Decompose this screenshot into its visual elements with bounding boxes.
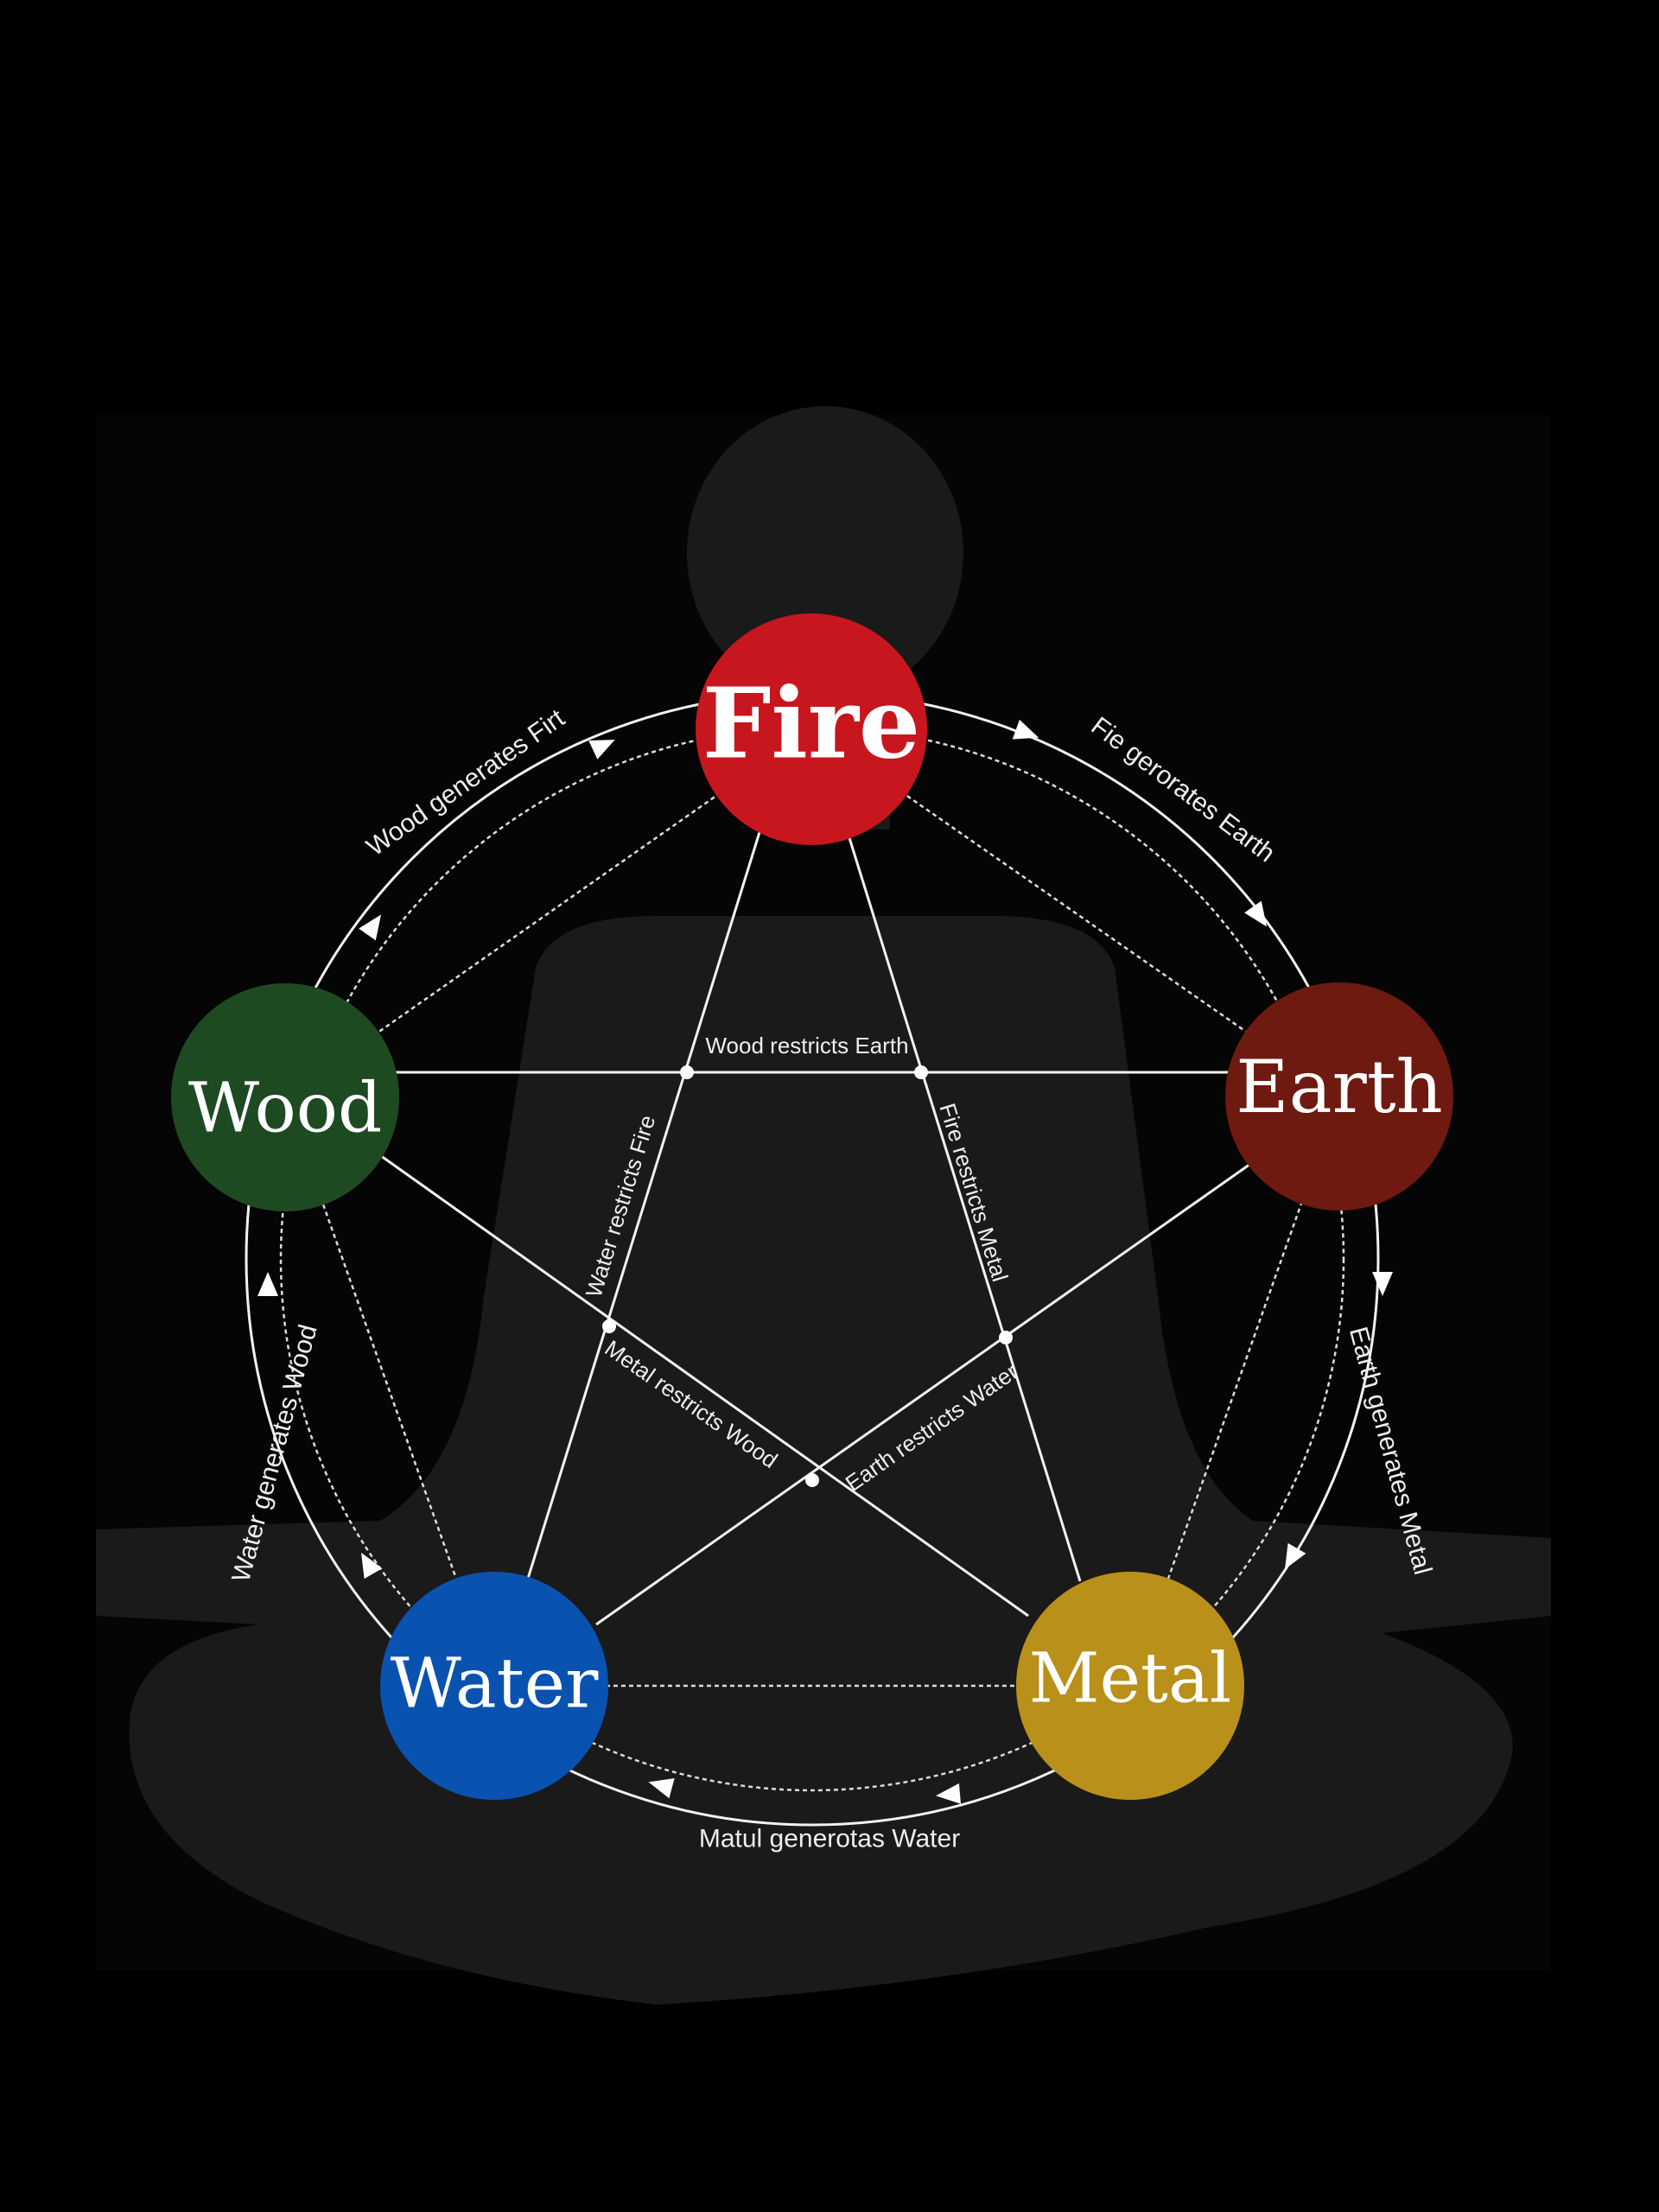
intersection-points bbox=[602, 1065, 1013, 1487]
element-metal-label: Metal bbox=[1029, 1638, 1232, 1719]
element-metal: Metal bbox=[1016, 1572, 1244, 1800]
element-fire-label: Fire bbox=[702, 668, 920, 781]
element-water-label: Water bbox=[391, 1643, 599, 1724]
element-fire: Fire bbox=[696, 613, 927, 845]
label-wood-restricts-earth: Wood restricts Earth bbox=[705, 1033, 908, 1058]
label-metal-generates-water: Matul generotas Water bbox=[699, 1825, 960, 1853]
element-wood-label: Wood bbox=[188, 1068, 382, 1148]
generating-cycle-inner-ring bbox=[279, 726, 1345, 1792]
element-earth: Earth bbox=[1225, 982, 1453, 1211]
controlling-star bbox=[285, 829, 1339, 1626]
arrow-icons bbox=[257, 719, 1393, 1804]
element-earth-label: Earth bbox=[1236, 1045, 1442, 1129]
element-wood: Wood bbox=[171, 983, 399, 1211]
element-water: Water bbox=[380, 1572, 608, 1800]
